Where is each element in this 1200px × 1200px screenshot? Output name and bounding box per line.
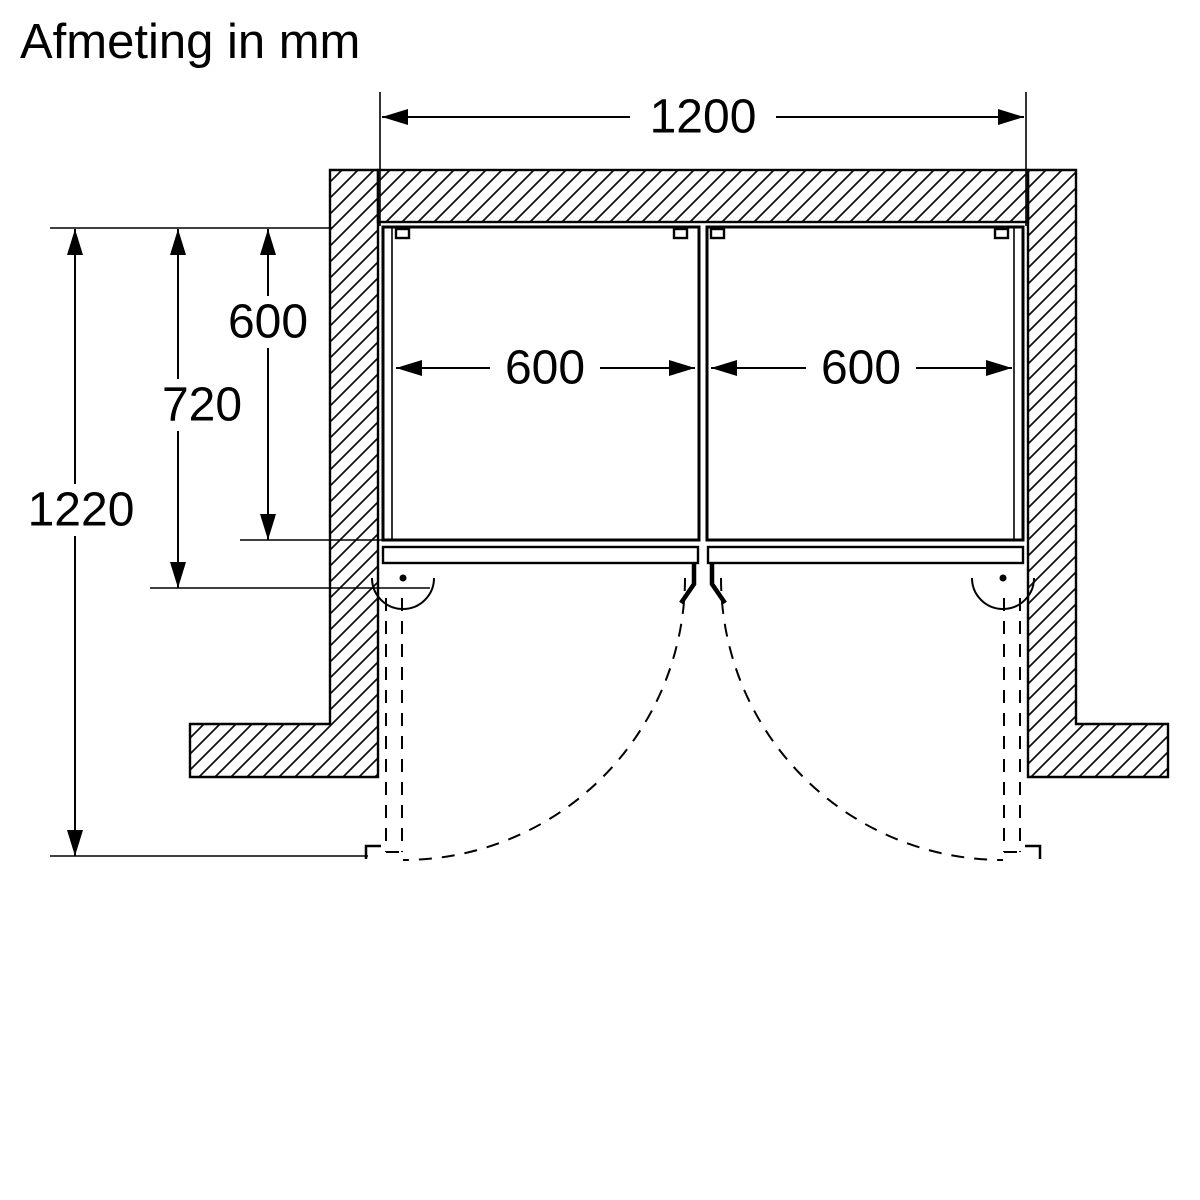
label-mask xyxy=(16,484,146,536)
wall-top xyxy=(376,168,1030,224)
left-door-open-handle xyxy=(364,844,381,859)
dim-right-door-width: 600 xyxy=(711,342,1012,395)
right-door-swing-arc xyxy=(720,577,1004,861)
arrowhead-down-icon xyxy=(170,562,186,588)
left-door-handle xyxy=(679,563,697,605)
arrowhead-right-icon xyxy=(986,360,1012,376)
label-mask xyxy=(630,88,776,146)
arrowhead-left-icon xyxy=(382,109,408,125)
dim-label-left-door-width: 600 xyxy=(505,342,585,395)
appliance-top-view xyxy=(371,225,1035,610)
arrowhead-right-icon xyxy=(998,109,1024,125)
rear-spacer xyxy=(394,227,411,240)
dim-left-door-width: 600 xyxy=(396,342,695,395)
dim-label-depth-incl-doors: 720 xyxy=(162,379,242,432)
left-hinge-dot xyxy=(399,574,407,582)
right-door-closed xyxy=(706,545,1025,565)
left-door-closed xyxy=(381,545,700,565)
dim-depth-incl-doors: 720 xyxy=(146,229,430,589)
dim-label-depth-doors-open: 1220 xyxy=(28,484,135,537)
dim-depth-doors-open: 1220 xyxy=(16,229,368,857)
walls xyxy=(188,168,1170,779)
right-door-handle xyxy=(709,563,727,605)
wall-right xyxy=(1026,168,1170,779)
rear-spacer xyxy=(993,227,1010,240)
label-mask xyxy=(806,342,916,394)
dim-appliance-depth: 600 xyxy=(212,229,383,541)
page-title: Afmeting in mm xyxy=(20,15,360,69)
arrowhead-up-icon xyxy=(67,229,83,255)
dim-label-niche-width: 1200 xyxy=(650,91,757,144)
arrowhead-down-icon xyxy=(67,830,83,856)
wall-left xyxy=(188,168,380,779)
arrowhead-down-icon xyxy=(260,514,276,540)
arrowhead-right-icon xyxy=(669,360,695,376)
label-mask xyxy=(146,379,258,431)
dim-label-appliance-depth: 600 xyxy=(228,296,308,349)
arrowhead-up-icon xyxy=(260,229,276,255)
rear-spacer xyxy=(672,227,689,240)
arrowhead-left-icon xyxy=(396,360,422,376)
arrowhead-left-icon xyxy=(711,360,737,376)
dim-label-right-door-width: 600 xyxy=(821,342,901,395)
label-mask xyxy=(212,296,324,348)
left-door-swing-arc xyxy=(402,577,686,861)
door-swing xyxy=(385,577,1021,861)
right-hinge-dot xyxy=(999,574,1007,582)
arrowhead-up-icon xyxy=(170,229,186,255)
label-mask xyxy=(490,342,600,394)
right-door-open-handle xyxy=(1025,844,1042,859)
rear-spacer xyxy=(709,227,726,240)
dim-niche-width: 1200 xyxy=(379,88,1027,226)
